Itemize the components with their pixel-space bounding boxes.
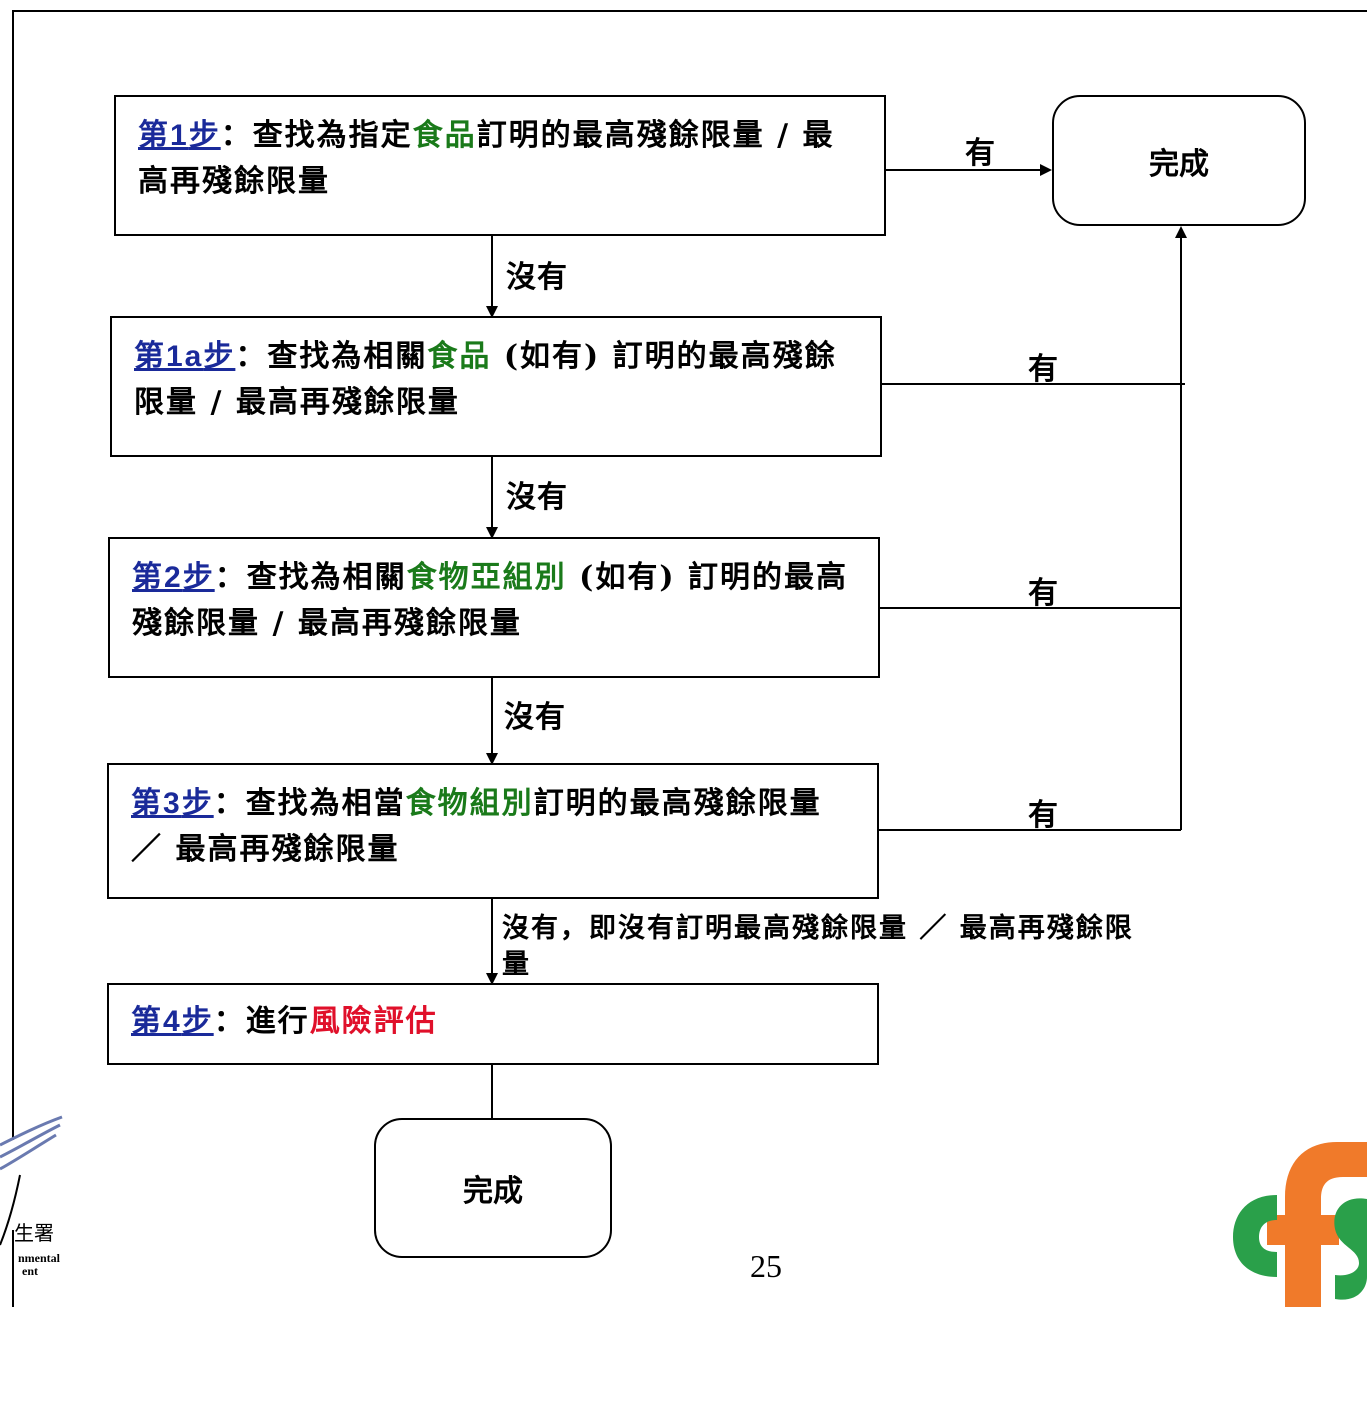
step1a-step-label: 第1a步 (134, 339, 236, 374)
flow-connectors (486, 164, 1187, 1118)
svg-text:生署: 生署 (14, 1221, 54, 1245)
yes-label-step2: 有 (1028, 576, 1059, 611)
step4-box: 第4步：進行風險評估 (107, 983, 879, 1065)
yes-label-step1: 有 (965, 136, 996, 171)
done-box-top: 完成 (1052, 95, 1306, 226)
no-label-step1: 沒有 (506, 260, 568, 295)
step4-step-label: 第4步 (131, 1004, 214, 1039)
yes-label-step3: 有 (1028, 798, 1059, 833)
cfs-logo (1233, 1142, 1367, 1307)
step1a-box: 第1a步：查找為相關食品 (如有) 訂明的最高殘餘限量 / 最高再殘餘限量 (110, 316, 882, 457)
done-box-bottom: 完成 (374, 1118, 612, 1258)
no-label-step2: 沒有 (504, 700, 566, 735)
step3-box: 第3步：查找為相當食物組別訂明的最高殘餘限量 ／ 最高再殘餘限量 (107, 763, 879, 899)
svg-text:ent: ent (22, 1264, 38, 1278)
step3-step-label: 第3步 (131, 786, 214, 821)
step1-step-label: 第1步 (138, 118, 221, 153)
step1-box: 第1步：查找為指定食品訂明的最高殘餘限量 / 最高再殘餘限量 (114, 95, 886, 236)
department-logo-fragment: 生署 nmental ent (0, 1115, 63, 1278)
slide-frame-top (12, 10, 1367, 12)
yes-label-step1a: 有 (1028, 352, 1059, 387)
slide-frame-left-bottom (12, 1230, 14, 1307)
page-number: 25 (750, 1248, 782, 1284)
step2-step-label: 第2步 (132, 560, 215, 595)
no-label-step3: 沒有，即沒有訂明最高殘餘限量 ／ 最高再殘餘限量 (502, 913, 1134, 980)
no-label-step1a: 沒有 (506, 480, 568, 515)
step2-box: 第2步：查找為相關食物亞組別 (如有) 訂明的最高殘餘限量 / 最高再殘餘限量 (108, 537, 880, 678)
svg-text:nmental: nmental (18, 1251, 61, 1265)
slide-frame-left (12, 10, 14, 1140)
